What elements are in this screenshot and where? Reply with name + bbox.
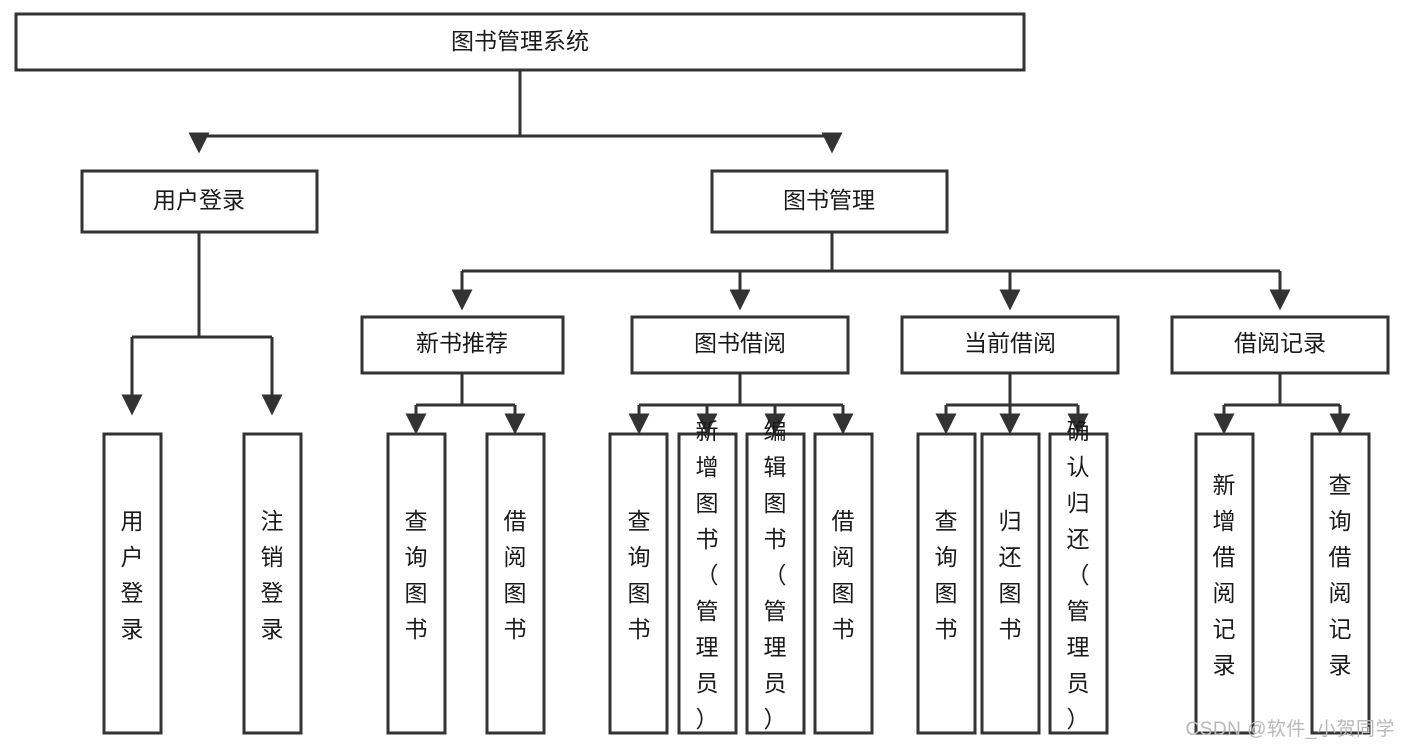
node-new-book-rec[interactable]: 新书推荐 — [360, 315, 565, 375]
node-leaf-borrow-query-label: 查询图书 — [628, 508, 651, 642]
node-leaf-rec-add-label: 新增借阅记录 — [1213, 472, 1236, 678]
node-new-book-rec-box[interactable] — [360, 315, 565, 375]
node-root[interactable]: 图书管理系统 — [14, 12, 1026, 72]
node-current-borrow-box[interactable] — [900, 315, 1120, 375]
node-book-manage-label: 图书管理 — [783, 187, 875, 213]
node-leaf-user-login[interactable]: 用户登录 — [102, 432, 163, 735]
node-leaf-rec-query[interactable]: 查询图书 — [386, 432, 447, 735]
node-root-box[interactable] — [14, 12, 1026, 72]
node-borrow-record-label: 借阅记录 — [1234, 330, 1326, 356]
node-current-borrow[interactable]: 当前借阅 — [900, 315, 1120, 375]
node-leaf-borrow-add-box[interactable] — [677, 432, 738, 735]
node-leaf-cur-confirm[interactable]: 确认归还（管理员） — [1048, 418, 1109, 735]
node-leaf-borrow-add[interactable]: 新增图书（管理员） — [677, 418, 738, 735]
node-leaf-rec-search[interactable]: 查询借阅记录 — [1310, 432, 1371, 735]
node-new-book-rec-label: 新书推荐 — [416, 330, 508, 356]
node-book-borrow[interactable]: 图书借阅 — [630, 315, 850, 375]
node-leaf-rec-query-box[interactable] — [386, 432, 447, 735]
node-leaf-rec-search-box[interactable] — [1310, 432, 1371, 735]
node-leaf-user-logout-label: 注销登录 — [261, 508, 284, 642]
node-book-manage-box[interactable] — [710, 169, 949, 234]
node-leaf-cur-return[interactable]: 归还图书 — [980, 432, 1041, 735]
node-leaf-rec-add[interactable]: 新增借阅记录 — [1194, 432, 1255, 735]
node-leaf-user-logout-box[interactable] — [242, 432, 303, 735]
node-leaf-cur-confirm-label: 确认归还（管理员） — [1067, 418, 1090, 732]
node-book-manage[interactable]: 图书管理 — [710, 169, 949, 234]
node-leaf-borrow-query[interactable]: 查询图书 — [608, 432, 669, 735]
node-borrow-record-box[interactable] — [1170, 315, 1390, 375]
node-leaf-borrow-edit-label: 编辑图书（管理员） — [764, 418, 787, 732]
node-leaf-rec-query-label: 查询图书 — [405, 508, 428, 642]
node-leaf-borrow-edit-box[interactable] — [745, 432, 806, 735]
node-leaf-borrow-query-box[interactable] — [608, 432, 669, 735]
node-borrow-record[interactable]: 借阅记录 — [1170, 315, 1390, 375]
node-leaf-rec-borrow-label: 借阅图书 — [504, 508, 527, 642]
node-leaf-borrow-lend-label: 借阅图书 — [832, 508, 855, 642]
node-leaf-rec-borrow[interactable]: 借阅图书 — [485, 432, 546, 735]
node-user-login-box[interactable] — [80, 169, 319, 234]
node-leaf-rec-add-box[interactable] — [1194, 432, 1255, 735]
node-leaf-user-login-label: 用户登录 — [121, 508, 144, 642]
node-user-login-label: 用户登录 — [153, 187, 245, 213]
node-leaf-borrow-edit[interactable]: 编辑图书（管理员） — [745, 418, 806, 735]
node-leaf-cur-query[interactable]: 查询图书 — [916, 432, 977, 735]
node-leaf-borrow-add-label: 新增图书（管理员） — [696, 418, 719, 732]
node-leaf-cur-return-box[interactable] — [980, 432, 1041, 735]
node-leaf-borrow-lend-box[interactable] — [813, 432, 874, 735]
node-leaf-cur-query-box[interactable] — [916, 432, 977, 735]
node-root-label: 图书管理系统 — [451, 28, 589, 54]
node-leaf-cur-confirm-box[interactable] — [1048, 432, 1109, 735]
node-user-login[interactable]: 用户登录 — [80, 169, 319, 234]
node-book-borrow-label: 图书借阅 — [694, 330, 786, 356]
node-leaf-cur-return-label: 归还图书 — [999, 508, 1022, 642]
node-book-borrow-box[interactable] — [630, 315, 850, 375]
node-current-borrow-label: 当前借阅 — [964, 330, 1056, 356]
node-leaf-borrow-lend[interactable]: 借阅图书 — [813, 432, 874, 735]
node-leaf-user-logout[interactable]: 注销登录 — [242, 432, 303, 735]
connector-group — [121, 70, 1351, 435]
node-leaf-user-login-box[interactable] — [102, 432, 163, 735]
connector-root-bus — [199, 70, 832, 150]
node-leaf-rec-borrow-box[interactable] — [485, 432, 546, 735]
node-leaf-rec-search-label: 查询借阅记录 — [1329, 472, 1352, 678]
node-leaf-cur-query-label: 查询图书 — [935, 508, 958, 642]
